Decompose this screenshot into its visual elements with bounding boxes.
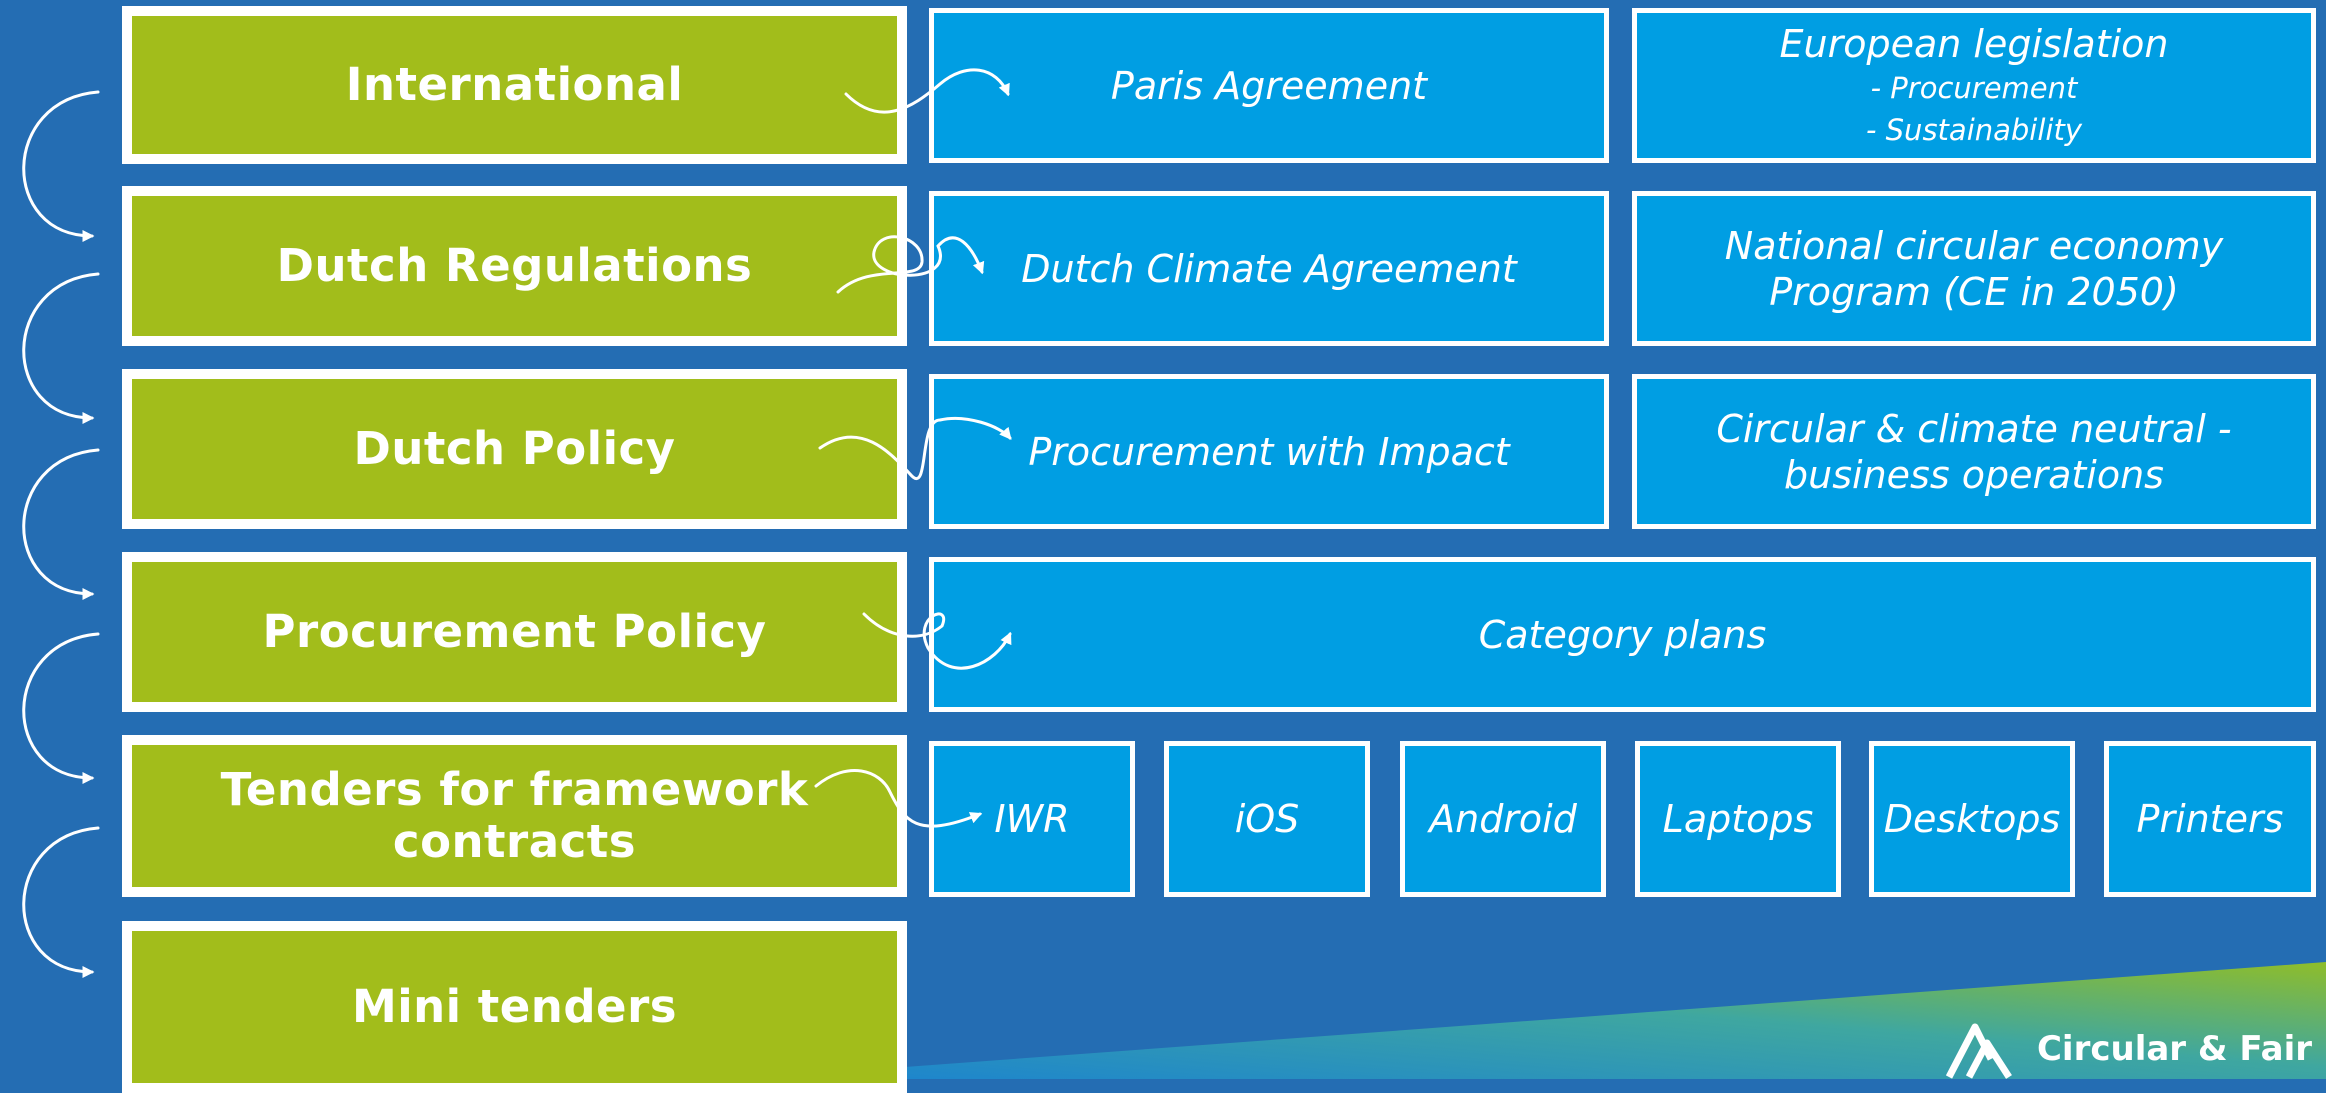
logo-mark-icon xyxy=(1945,1023,2012,1079)
level-label: Procurement Policy xyxy=(262,605,767,658)
box-label: Desktops xyxy=(1883,797,2061,841)
circular-fair-logo: Circular & Fair xyxy=(1945,1019,2312,1079)
box-paris-agreement: Paris Agreement xyxy=(929,8,1609,163)
level-dutch-policy: Dutch Policy xyxy=(122,369,907,529)
box-subitem: - Sustainability xyxy=(1865,112,2083,147)
level-procurement-policy: Procurement Policy xyxy=(122,552,907,712)
box-tender-desktops: Desktops xyxy=(1869,741,2075,897)
box-tender-iwr: IWR xyxy=(929,741,1135,897)
logo-text: Circular & Fair xyxy=(2036,1029,2312,1069)
box-label: Procurement with Impact xyxy=(1028,429,1510,474)
level-label: International xyxy=(345,58,684,111)
box-tender-ios: iOS xyxy=(1164,741,1370,897)
level-label: Dutch Policy xyxy=(353,422,676,475)
box-label: Circular & climate neutral - business op… xyxy=(1716,406,2232,497)
box-label: National circular economy Program (CE in… xyxy=(1724,223,2224,314)
box-dutch-climate-agreement: Dutch Climate Agreement xyxy=(929,191,1609,346)
level-mini-tenders: Mini tenders xyxy=(122,921,907,1093)
level-label: Tenders for framework contracts xyxy=(220,763,809,868)
box-label: Laptops xyxy=(1662,797,1814,841)
box-label: Android xyxy=(1429,797,1577,841)
box-subitem: - Procurement xyxy=(1870,70,2078,105)
box-tender-laptops: Laptops xyxy=(1635,741,1841,897)
box-label: Dutch Climate Agreement xyxy=(1021,246,1517,291)
box-national-circular-economy: National circular economy Program (CE in… xyxy=(1632,191,2316,346)
box-label: Category plans xyxy=(1478,612,1767,657)
box-procurement-with-impact: Procurement with Impact xyxy=(929,374,1609,529)
box-category-plans: Category plans xyxy=(929,557,2316,712)
level-dutch-regulations: Dutch Regulations xyxy=(122,186,907,346)
level-international: International xyxy=(122,6,907,164)
box-tender-android: Android xyxy=(1400,741,1606,897)
level-label: Dutch Regulations xyxy=(276,239,753,292)
box-title: European legislation xyxy=(1779,21,2169,66)
level-label: Mini tenders xyxy=(351,980,678,1033)
level-tenders-framework: Tenders for framework contracts xyxy=(122,735,907,897)
box-tender-printers: Printers xyxy=(2104,741,2316,897)
box-circular-climate-neutral: Circular & climate neutral - business op… xyxy=(1632,374,2316,529)
box-european-legislation: European legislation - Procurement - Sus… xyxy=(1632,8,2316,163)
box-label: Printers xyxy=(2136,797,2284,841)
box-label: Paris Agreement xyxy=(1110,63,1428,108)
box-label: iOS xyxy=(1234,797,1300,841)
box-label: IWR xyxy=(994,797,1070,841)
